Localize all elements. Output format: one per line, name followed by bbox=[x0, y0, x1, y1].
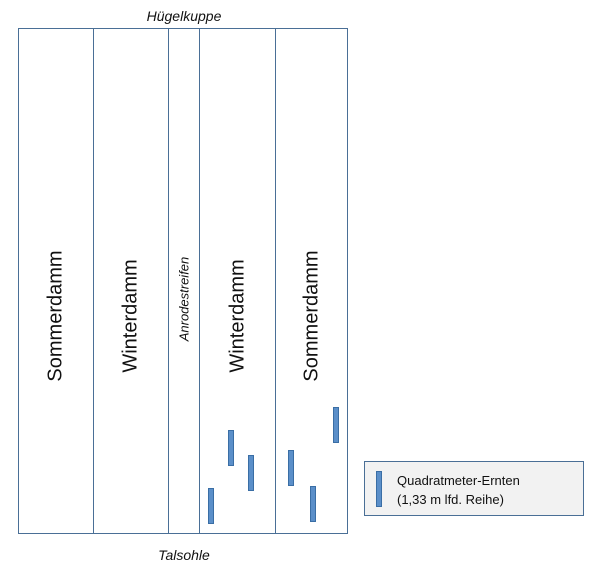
strip-winterdamm-right: Winterdamm bbox=[200, 29, 276, 533]
strip-label: Winterdamm bbox=[119, 259, 142, 373]
legend-line-1: Quadratmeter-Ernten bbox=[397, 473, 520, 488]
top-label-huegelkuppe: Hügelkuppe bbox=[146, 8, 222, 24]
strip-sommerdamm-left: Sommerdamm bbox=[19, 29, 94, 533]
strip-sommerdamm-right: Sommerdamm bbox=[276, 29, 348, 533]
legend-box: Quadratmeter-Ernten (1,33 m lfd. Reihe) bbox=[364, 461, 584, 516]
sample-plot-marker bbox=[288, 450, 294, 486]
field-diagram: Sommerdamm Winterdamm Anrodestreifen Win… bbox=[18, 28, 348, 534]
strip-label: Sommerdamm bbox=[300, 250, 323, 382]
strip-label: Winterdamm bbox=[226, 259, 248, 373]
strip-anrodestreifen: Anrodestreifen bbox=[169, 29, 200, 533]
strip-label: Anrodestreifen bbox=[176, 256, 192, 342]
sample-plot-marker bbox=[333, 407, 339, 443]
legend-swatch bbox=[376, 471, 382, 507]
sample-plot-marker bbox=[248, 455, 254, 491]
legend-line-2: (1,33 m lfd. Reihe) bbox=[397, 492, 504, 507]
legend-text: Quadratmeter-Ernten (1,33 m lfd. Reihe) bbox=[397, 471, 520, 509]
sample-plot-marker bbox=[310, 486, 316, 522]
bottom-label-talsohle: Talsohle bbox=[158, 547, 210, 563]
strip-label: Sommerdamm bbox=[44, 250, 67, 382]
sample-plot-marker bbox=[228, 430, 234, 466]
strip-winterdamm-left: Winterdamm bbox=[94, 29, 169, 533]
sample-plot-marker bbox=[208, 488, 214, 524]
